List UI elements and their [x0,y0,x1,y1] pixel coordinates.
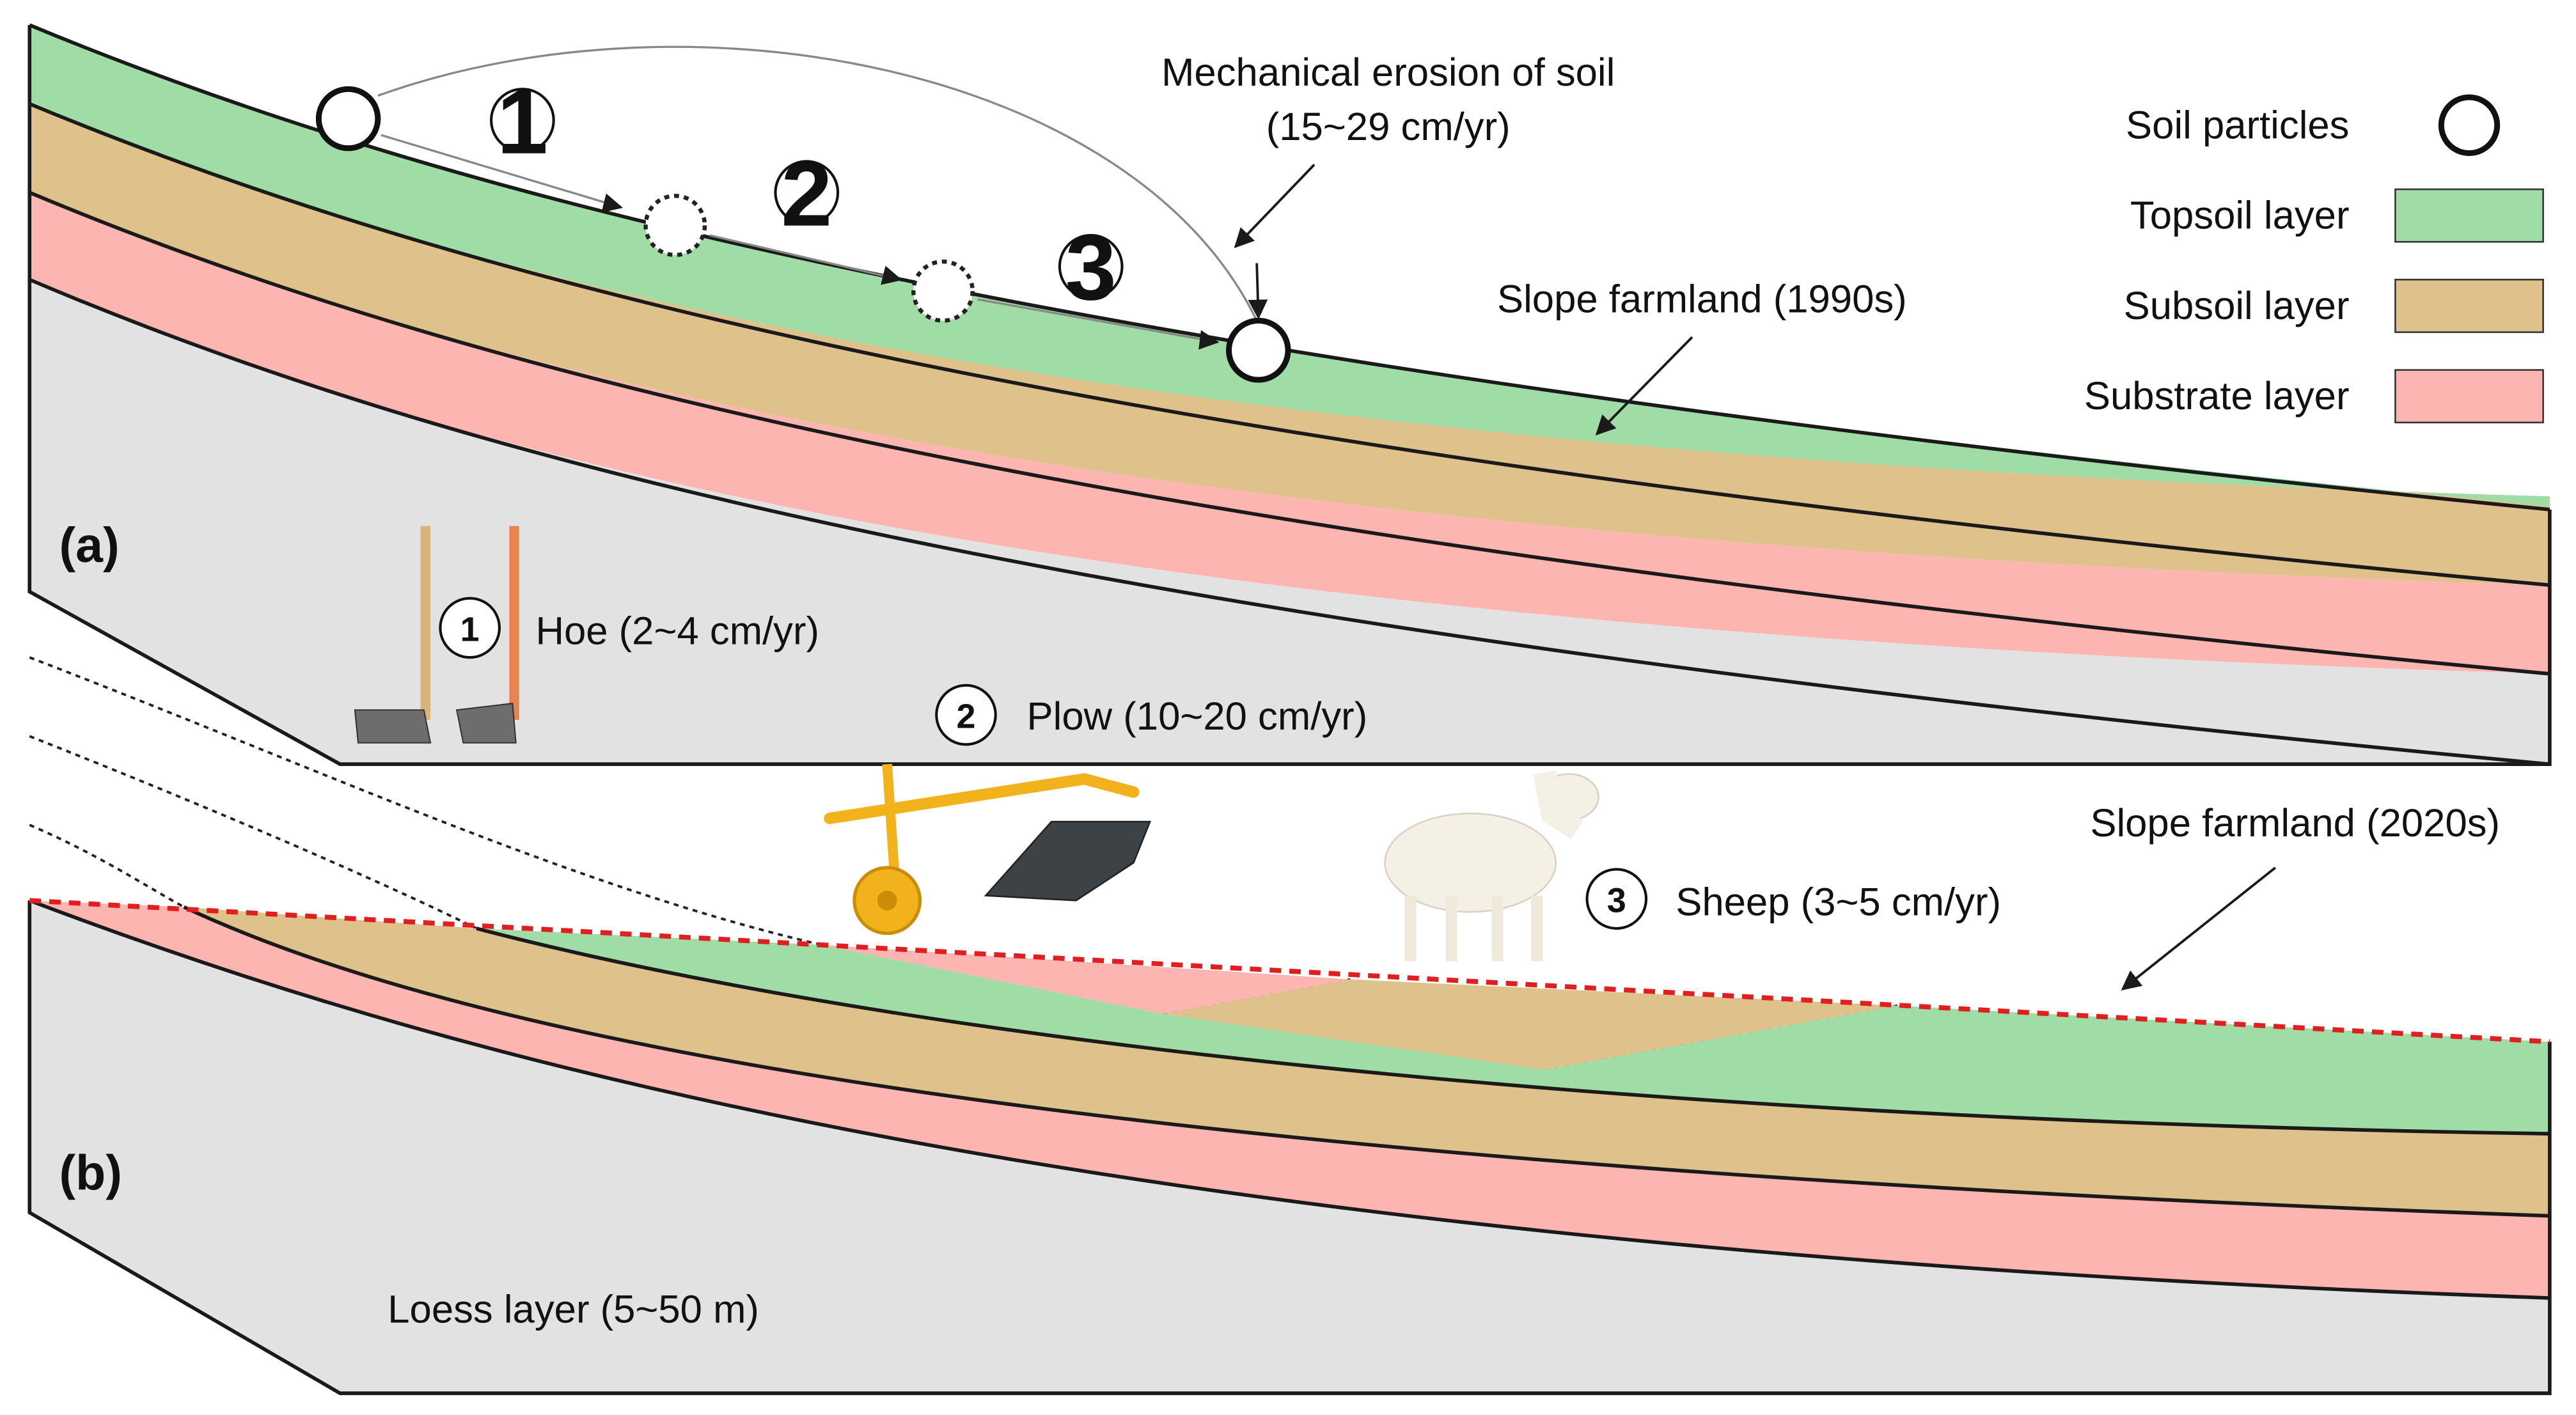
current-surface-line [29,898,2550,1045]
sheep-marker: 3 [1585,868,1648,930]
exposed-subsoil-patch [1163,979,1898,1070]
farmland-2020s-label: Slope farmland (2020s) [2090,801,2500,845]
panel-b-label: (b) [59,1145,122,1200]
substrate-layer-a [29,192,2550,674]
hoe-icon [354,526,519,744]
soil-particle-start [315,86,381,152]
exposed-substrate-patch [821,944,1351,1014]
topsoil-layer-a [29,25,2550,506]
panel-a-label: (a) [59,518,119,573]
legend: Soil particles Topsoil layer Subsoil lay… [2084,94,2544,424]
sheep-label: Sheep (3~5 cm/yr) [1676,880,2001,924]
legend-substrate-label: Substrate layer [2084,374,2350,418]
svg-text:1: 1 [460,610,480,648]
farmland-1990s-label: Slope farmland (1990s) [1497,278,1907,322]
topsoil-layer-b [476,928,2550,1134]
sheep-icon [1384,770,1599,962]
subsoil-layer-a [29,104,2550,586]
legend-subsoil-label: Subsoil layer [2124,284,2350,328]
panel-b: (b) Loess layer (5~50 m) Slope farmland … [27,656,2552,1395]
erosion-title: Mechanical erosion of soil [1161,51,1615,95]
step-3-marker: 3 [1058,217,1124,319]
legend-topsoil-label: Topsoil layer [2130,194,2350,238]
plow-marker: 2 [935,684,997,746]
legend-particles-label: Soil particles [2126,103,2349,147]
erosion-rate: (15~29 cm/yr) [1266,105,1511,149]
hoe-marker: 1 [439,597,501,659]
step-2-marker: 2 [774,143,840,246]
legend-topsoil-swatch [2394,188,2544,243]
panel-a: 1 2 3 Mechanical erosion of soil (15~29 … [27,23,2552,766]
legend-subsoil-swatch [2394,279,2544,333]
subsoil-layer-b [184,907,2550,1216]
soil-particle-ghost-1 [643,194,707,257]
svg-text:3: 3 [1065,217,1117,319]
loess-layer-b [29,900,2550,1394]
plow-label: Plow (10~20 cm/yr) [1027,694,1368,739]
svg-text:1: 1 [497,71,548,173]
svg-text:2: 2 [957,698,976,736]
hoe-label: Hoe (2~4 cm/yr) [535,609,819,653]
svg-text:3: 3 [1607,881,1626,919]
soil-particle-icon [2438,94,2501,156]
particle-trajectory: 1 2 3 [315,45,1291,383]
svg-text:2: 2 [781,143,832,246]
plow-icon [824,763,1152,935]
soil-particle-end [1226,318,1291,383]
substrate-layer-b [29,900,2550,1299]
loess-label: Loess layer (5~50 m) [388,1288,759,1332]
step-1-marker: 1 [490,71,555,173]
legend-substrate-swatch [2394,369,2544,424]
loess-layer-a [29,279,2550,765]
soil-particle-ghost-2 [911,259,975,323]
